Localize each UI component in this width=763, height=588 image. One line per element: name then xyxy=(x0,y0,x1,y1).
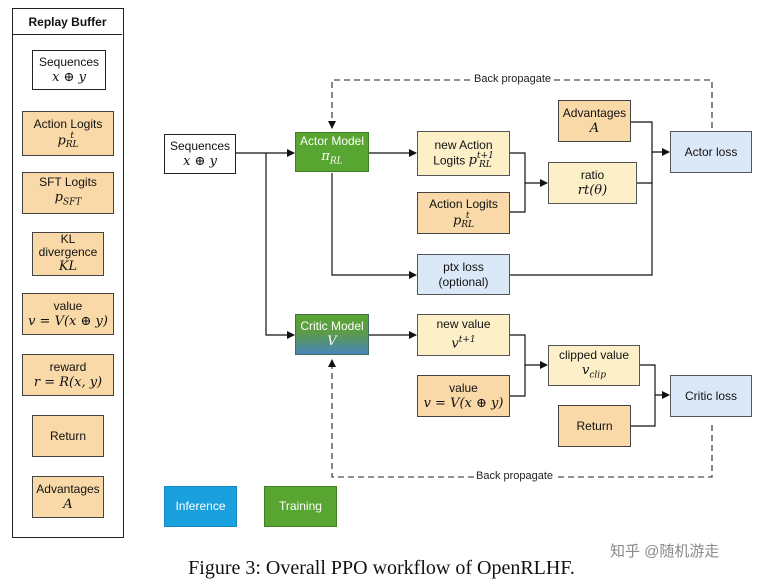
rb-sequences-label: Sequences xyxy=(38,54,100,69)
edge-return-criticloss xyxy=(631,395,656,427)
actor-model-node: Actor Model πRL xyxy=(295,132,369,172)
edge-ptx-actorloss xyxy=(510,183,653,276)
edge-actor-ptx xyxy=(331,173,417,279)
advantages-node: Advantages A xyxy=(558,100,631,142)
legend-inference-label: Inference xyxy=(175,499,226,513)
rb-sft-logits: SFT Logits pSFT xyxy=(22,172,114,214)
critic-loss-node: Critic loss xyxy=(670,375,752,417)
new-value-label: new value xyxy=(436,317,491,332)
rb-reward-math: r = R(x, y) xyxy=(33,374,103,390)
rb-sequences-math: x ⊕ y xyxy=(52,69,86,85)
rb-advantages-label: Advantages xyxy=(36,481,100,496)
rb-return: Return xyxy=(32,415,104,457)
rb-value-label: value xyxy=(53,298,83,313)
action-logits-label: Action Logits xyxy=(429,196,498,211)
rb-kl-math: KL xyxy=(58,259,78,274)
sequences-node: Sequences x ⊕ y xyxy=(164,134,236,174)
replay-buffer-title: Replay Buffer xyxy=(13,9,122,35)
edge-backprop-top xyxy=(328,79,713,129)
rb-sequences: Sequences x ⊕ y xyxy=(32,50,106,90)
actor-loss-node: Actor loss xyxy=(670,131,752,173)
rb-value: value v = V(x ⊕ y) xyxy=(22,293,114,335)
clipped-value-node: clipped value vclip xyxy=(548,345,640,386)
ratio-label: ratio xyxy=(580,167,605,182)
return-label: Return xyxy=(576,418,613,433)
rb-kl-label: KL xyxy=(60,232,76,246)
back-propagate-top-label: Back propagate xyxy=(472,73,554,85)
clipped-value-label: clipped value xyxy=(558,347,630,362)
new-value-math: vt+1 xyxy=(451,335,476,352)
ratio-math: rt(θ) xyxy=(577,182,608,198)
back-propagate-bottom-label: Back propagate xyxy=(474,470,556,482)
rb-reward: reward r = R(x, y) xyxy=(22,354,114,396)
critic-loss-label: Critic loss xyxy=(684,388,737,403)
critic-model-math: V xyxy=(327,334,337,349)
clipped-value-math: vclip xyxy=(582,362,606,381)
edge-logits-ratio xyxy=(510,183,526,213)
value-math: v = V(x ⊕ y) xyxy=(423,395,504,411)
legend-training: Training xyxy=(264,486,337,527)
legend-training-label: Training xyxy=(279,499,322,513)
edge-adv-actorloss xyxy=(631,121,670,156)
replay-buffer-panel: Replay Buffer xyxy=(12,8,124,538)
rb-reward-label: reward xyxy=(49,359,87,374)
rb-return-label: Return xyxy=(49,428,87,443)
critic-model-node: Critic Model V xyxy=(295,314,369,355)
rb-value-math: v = V(x ⊕ y) xyxy=(28,313,108,329)
actor-loss-label: Actor loss xyxy=(684,144,738,159)
critic-model-label: Critic Model xyxy=(300,319,364,333)
actor-model-math: πRL xyxy=(321,149,343,167)
new-value-node: new value vt+1 xyxy=(417,314,510,356)
new-action-logits-label1: new Action xyxy=(434,137,493,152)
value-label: value xyxy=(449,380,478,395)
edge-value-clip xyxy=(510,365,526,397)
edge-ratio-actorloss xyxy=(637,152,653,184)
actor-model-label: Actor Model xyxy=(299,134,365,149)
rb-sft-logits-label: SFT Logits xyxy=(39,175,97,190)
sequences-node-math: x ⊕ y xyxy=(183,153,217,169)
edge-clip-criticloss xyxy=(640,364,670,399)
edge-newvalue-clip xyxy=(510,334,548,369)
edge-newlogits-ratio xyxy=(510,152,548,187)
advantages-label: Advantages xyxy=(562,105,627,120)
advantages-math: A xyxy=(589,120,600,136)
edge-seq-critic xyxy=(265,153,295,339)
figure-caption: Figure 3: Overall PPO workflow of OpenRL… xyxy=(188,557,575,579)
legend-inference: Inference xyxy=(164,486,237,527)
rb-action-logits-label: Action Logits xyxy=(33,117,103,131)
ptx-loss-node: ptx loss (optional) xyxy=(417,254,510,295)
rb-sft-logits-math: pSFT xyxy=(54,190,82,208)
ptx-loss-label2: (optional) xyxy=(438,274,489,289)
ptx-loss-label1: ptx loss xyxy=(443,259,484,274)
watermark-text: 知乎 @随机游走 xyxy=(610,543,720,560)
rb-kl-divergence: KL divergence KL xyxy=(32,232,104,276)
rb-kl-label2: divergence xyxy=(38,245,98,259)
rb-advantages: Advantages A xyxy=(32,476,104,518)
value-node: value v = V(x ⊕ y) xyxy=(417,375,510,417)
ratio-node: ratio rt(θ) xyxy=(548,162,637,204)
rb-advantages-math: A xyxy=(63,496,73,512)
return-node: Return xyxy=(558,405,631,447)
sequences-node-label: Sequences xyxy=(169,138,231,153)
